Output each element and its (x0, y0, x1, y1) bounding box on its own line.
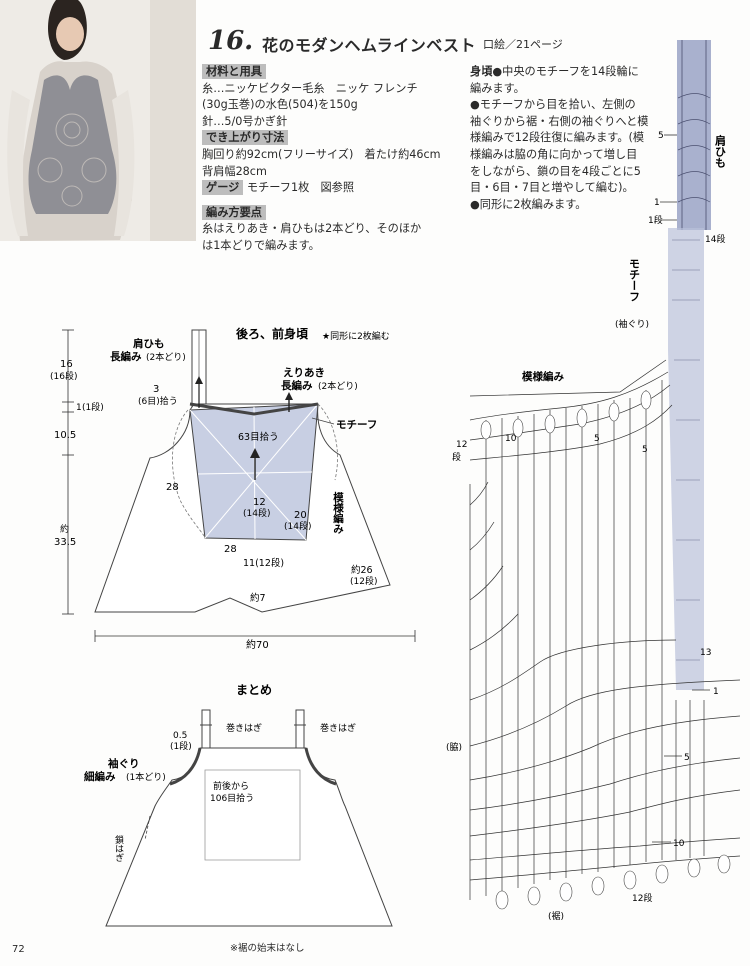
dim-12-rows: (14段) (243, 507, 270, 519)
dim-20: 20 (294, 510, 307, 521)
neck-stitch: 長編み (281, 379, 313, 392)
pickup-line-1: 前後から (213, 780, 249, 792)
footnote: ※裾の始末はなし (230, 943, 305, 954)
chart-strap-label: 肩ひも (714, 134, 727, 169)
dim-16-rows: (16段) (50, 370, 77, 382)
chart-row-5b: 5 (594, 434, 600, 444)
model-illustration (0, 0, 196, 241)
strap-stitch: 長編み (110, 350, 142, 363)
chart-pattern-label: 模様編み (522, 370, 564, 383)
dim-26-rows: (12段) (350, 575, 377, 587)
chart-row-1a: 1 (654, 198, 660, 208)
dim-1-rows: (1段) (82, 401, 104, 413)
armhole-label: 袖ぐり (108, 757, 140, 770)
pattern-label: 模様編み (332, 491, 344, 535)
chart-row-1b: 1段 (648, 214, 663, 226)
chart-row-10a: 10 (505, 434, 517, 444)
dim-1: 1 (76, 403, 82, 413)
chart-row-14: 14段 (705, 233, 725, 245)
points-line: 糸はえりあき・肩ひもは2本どり、そのほか (202, 222, 422, 236)
chart-armhole-label: (袖ぐり) (615, 318, 649, 330)
chart-row-12c: 12段 (632, 892, 652, 904)
seam-label-1: 巻きはぎ (226, 722, 262, 734)
chart-hem-label: (裾) (548, 910, 564, 922)
pattern-number: 16. (208, 26, 254, 56)
chart-row-10c: 10 (673, 839, 685, 849)
instruction-line: 中央のモチーフを14段輪に (502, 65, 639, 78)
chart-row-5c: 5 (642, 445, 648, 455)
dim-0-5: 0.5 (173, 731, 187, 741)
gauge-heading: ゲージ (202, 180, 244, 196)
dim-10-5: 10.5 (54, 430, 76, 441)
materials-heading: 材料と用具 (202, 64, 266, 79)
neck-yarn: (2本どり) (318, 380, 358, 392)
chart-row-12a: 12 (456, 440, 467, 450)
chart-row-5d: 5 (684, 753, 690, 763)
pickup-line-2: 106目拾う (210, 792, 254, 804)
instruction-line: モチーフから目を拾い、左側の (479, 98, 636, 112)
armhole-stitch: 細編み (84, 770, 116, 783)
chart-stitches (469, 359, 741, 900)
diagram1-note: ★同形に2枚編む (322, 330, 390, 342)
points-line: は1本どりで編みます。 (202, 238, 320, 252)
gauge-text: モチーフ1枚 図参照 (246, 181, 355, 195)
dim-16: 16 (60, 359, 73, 370)
dim-33-5: 33.5 (54, 537, 76, 548)
seam-label-2: 巻きはぎ (320, 722, 356, 734)
stitch-chart: 肩ひも 5 1 1段 14段 モチーフ (袖ぐり) 模様編み (446, 40, 741, 922)
schematic-assembly: まとめ 巻きはぎ 巻きはぎ 0.5 (1段) 袖ぐり 細編み (1本どり) 前後… (84, 683, 393, 927)
chart-row-12b: 段 (452, 451, 461, 463)
chart-side-label: (脇) (446, 742, 462, 753)
materials-line: 針…5/0号かぎ針 (202, 114, 288, 128)
instruction-line: 編みます。 (470, 81, 525, 95)
diagram1-title: 後ろ、前身頃 (236, 326, 309, 341)
dim-11: 11(12段) (243, 557, 284, 569)
instruction-line: をしながら、鎖の目を4段ごとに5 (470, 164, 641, 178)
instruction-line: 同形に2枚編みます。 (479, 197, 587, 211)
strap-yarn: (2本どり) (146, 351, 186, 363)
instruction-line: 様編みで12段往復に編みます。(模 (470, 131, 645, 145)
dim-12: 12 (253, 497, 266, 508)
materials-line: (30g玉巻)の水色(504)を150g (202, 98, 358, 112)
dim-28-b: 28 (224, 544, 237, 555)
dim-20-rows: (14段) (284, 520, 311, 532)
instruction-line: 目・6目・7目と増やして編む)。 (470, 181, 634, 195)
dim-63: 63目拾う (238, 431, 279, 443)
materials-line: 糸…ニッケビクター毛糸 ニッケ フレンチ (202, 81, 418, 95)
neck-label: えりあき (283, 366, 325, 379)
side-seam-label: 鎖はぎ (113, 834, 124, 862)
schematic-back-front: 後ろ、前身頃 ★同形に2枚編む 16 (16段) 1 (1段) 10.5 約 3… (50, 326, 416, 651)
page-number: 72 (12, 944, 25, 955)
chart-row-13: 13 (700, 648, 711, 658)
dim-28-a: 28 (166, 482, 179, 493)
chart-row-1c: 1 (713, 687, 719, 697)
chart-motif-label: モチーフ (628, 258, 641, 302)
chart-row-5a: 5 (658, 131, 664, 141)
dim-3: 3 (153, 384, 159, 395)
size-heading: でき上がり寸法 (202, 130, 289, 146)
body-instructions: 身頃●中央のモチーフを14段輪に 編みます。 ●モチーフから目を拾い、左側の 袖… (470, 65, 649, 211)
dim-approx: 約 (60, 523, 69, 535)
materials-section: 材料と用具 糸…ニッケビクター毛糸 ニッケ フレンチ (30g玉巻)の水色(50… (202, 64, 441, 255)
size-line: 背肩幅28cm (202, 164, 267, 178)
dim-70: 約70 (246, 638, 269, 651)
instruction-line: 袖ぐりから裾・右側の袖ぐりへと模 (470, 114, 649, 128)
motif-label: モチーフ (336, 419, 377, 431)
pattern-title: 花のモダンヘムラインベスト (262, 36, 477, 55)
instruction-line: 様編みは脇の角に向かって増し目 (470, 147, 638, 161)
dim-26: 約26 (351, 564, 373, 576)
model-photo (0, 0, 196, 241)
size-line: 胸回り約92cm(フリーサイズ) 着たけ約46cm (202, 147, 441, 161)
dim-0-5-rows: (1段) (170, 740, 192, 752)
dim-3-pickup: (6目)拾う (138, 395, 178, 407)
body-heading: 身頃 (470, 65, 493, 78)
dim-7: 約7 (250, 592, 266, 604)
diagram2-title: まとめ (236, 683, 272, 697)
strap-label: 肩ひも (133, 337, 165, 350)
points-heading: 編み方要点 (202, 204, 266, 220)
armhole-yarn: (1本どり) (126, 771, 166, 783)
page-reference: 口絵／21ページ (483, 38, 563, 51)
